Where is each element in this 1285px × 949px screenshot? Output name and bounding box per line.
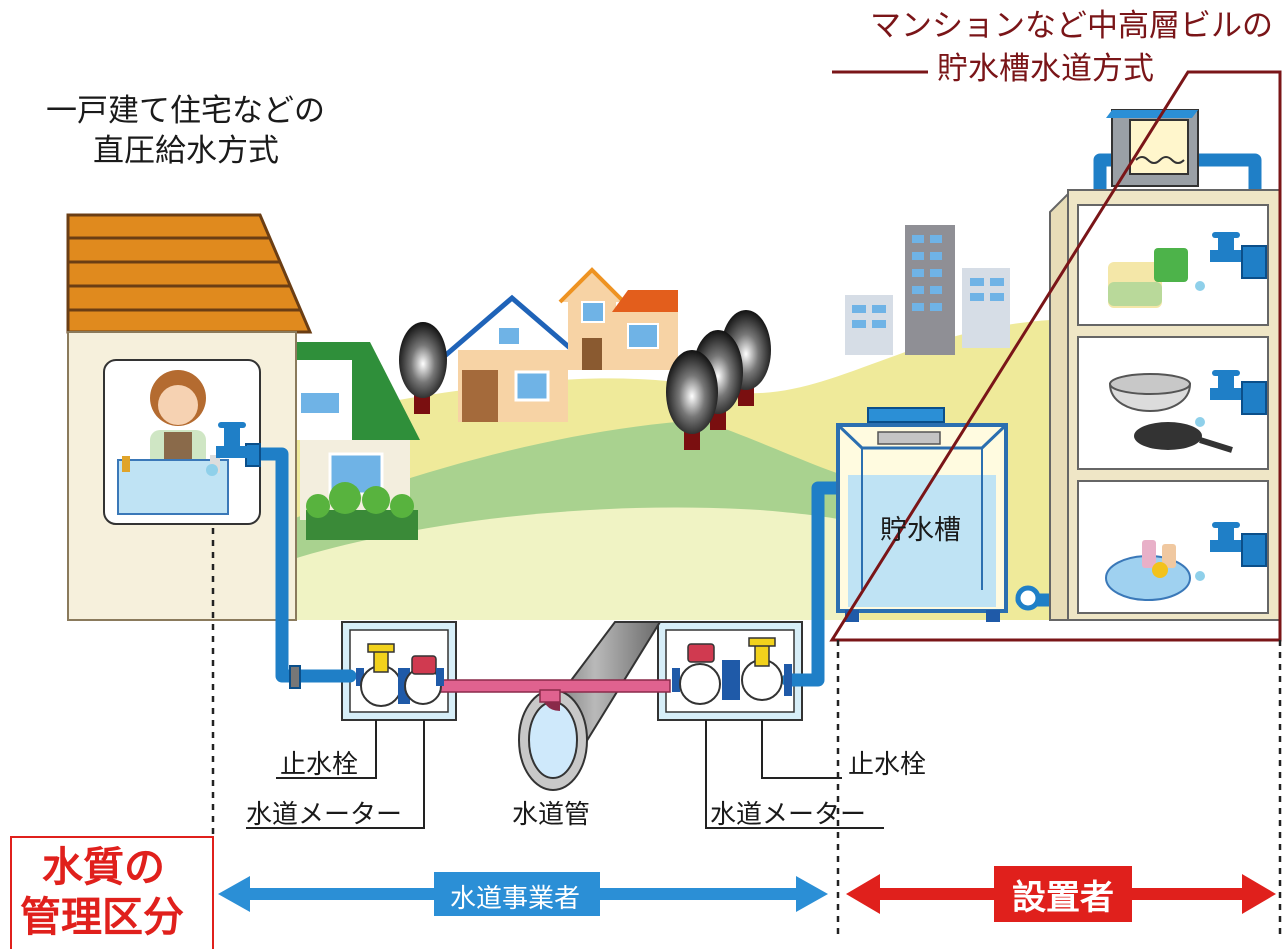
stopcock-left-label: 止水栓 (280, 750, 359, 780)
service-pipe (439, 679, 671, 711)
building-title-line1: マンションなど中高層ビルの (870, 8, 1273, 44)
utility-arrow (218, 872, 828, 916)
pipe-joints (245, 443, 1041, 689)
house-title-line1: 一戸建て住宅などの (46, 93, 325, 129)
background-houses (296, 267, 678, 540)
water-quality-management-box: 水質の 管理区分 (10, 836, 214, 949)
utility-label: 水道事業者 (450, 884, 581, 914)
building-faucets (1195, 232, 1267, 581)
leader-lines (246, 720, 884, 829)
trees (399, 310, 771, 450)
main-pipe-label: 水道管 (512, 800, 591, 830)
distant-buildings (845, 225, 1010, 355)
left-meter (356, 643, 444, 707)
installer-arrow (846, 866, 1276, 922)
management-heading-line1: 水質の (42, 843, 165, 891)
management-heading-line2: 管理区分 (20, 893, 184, 941)
boundary-lines (211, 528, 1282, 940)
faucet-house (206, 422, 250, 476)
main-pipe (518, 621, 662, 791)
meter-right-label: 水道メーター (710, 800, 867, 830)
house-title-line2: 直圧給水方式 (93, 133, 279, 169)
stopcock-right-label: 止水栓 (848, 750, 927, 780)
detached-house (66, 213, 313, 621)
right-meter (672, 637, 792, 705)
meter-left-label: 水道メーター (246, 800, 403, 830)
tank-label: 貯水槽 (880, 515, 961, 546)
installer-label: 設置者 (1012, 878, 1114, 918)
building-title-line2: 貯水槽水道方式 (937, 51, 1154, 87)
apartment-building (1049, 109, 1281, 621)
